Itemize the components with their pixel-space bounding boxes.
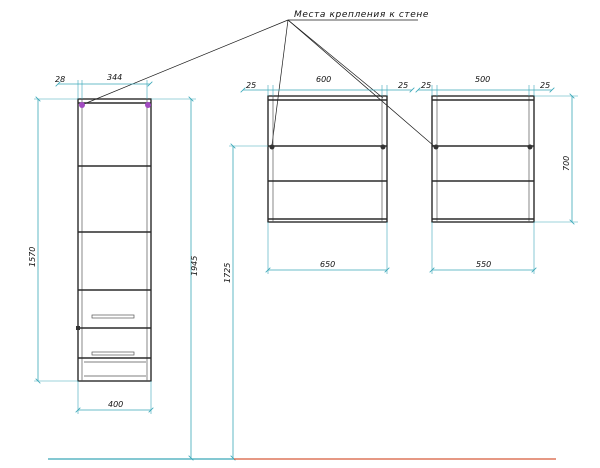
mount-point-550-right <box>527 144 533 150</box>
dim-label-700: 700 <box>562 156 571 171</box>
dim-label-400: 400 <box>108 400 123 409</box>
drawer-handle-upper <box>91 314 135 319</box>
dim-label-28: 28 <box>55 75 65 84</box>
leader-line-650-right <box>287 19 384 99</box>
dim-label-650: 650 <box>320 260 335 269</box>
dim-label-1570: 1570 <box>28 247 37 267</box>
dim-label-550-left: 25 <box>421 81 431 90</box>
wall-cabinet-650-dimensions: 25 600 25 650 <box>243 75 412 274</box>
leader-line-650 <box>271 19 289 146</box>
dim-label-550: 550 <box>476 260 491 269</box>
leader-line-tall <box>83 19 289 105</box>
mount-point-550-left <box>433 144 439 150</box>
wall-cabinet-650-body <box>267 95 388 223</box>
mount-point-650-left <box>269 144 275 150</box>
dim-label-600: 600 <box>316 75 331 84</box>
tall-cabinet-dimensions: 28 344 1570 1945 400 <box>28 73 199 458</box>
dim-label-344: 344 <box>107 73 122 82</box>
hinge-marker <box>76 326 80 330</box>
wall-cabinet-550-dimensions: 25 500 25 700 550 <box>418 75 578 274</box>
dim-label-550-right: 25 <box>540 81 550 90</box>
dim-label-1945: 1945 <box>190 256 199 276</box>
annotation-label: Места крепления к стене <box>294 10 429 20</box>
wall-cabinet-550 <box>431 95 535 223</box>
mount-point-tall-left <box>79 102 85 108</box>
wall-cabinet-650 <box>267 95 388 223</box>
mount-height-dimension: 1725 <box>223 146 268 458</box>
mount-point-tall-right <box>145 102 151 108</box>
wall-mount-annotation: Места крепления к стене <box>83 10 435 147</box>
dim-label-1725: 1725 <box>223 263 232 283</box>
mount-point-650-right <box>380 144 386 150</box>
tall-cabinet <box>76 98 152 382</box>
drawer-handle-lower <box>91 351 135 356</box>
tall-cabinet-body <box>77 98 152 382</box>
dim-label-500: 500 <box>475 75 490 84</box>
wall-cabinet-550-body <box>431 95 535 223</box>
leader-line-550 <box>287 19 435 147</box>
dim-label-650-left: 25 <box>246 81 256 90</box>
dim-label-650-right: 25 <box>398 81 408 90</box>
